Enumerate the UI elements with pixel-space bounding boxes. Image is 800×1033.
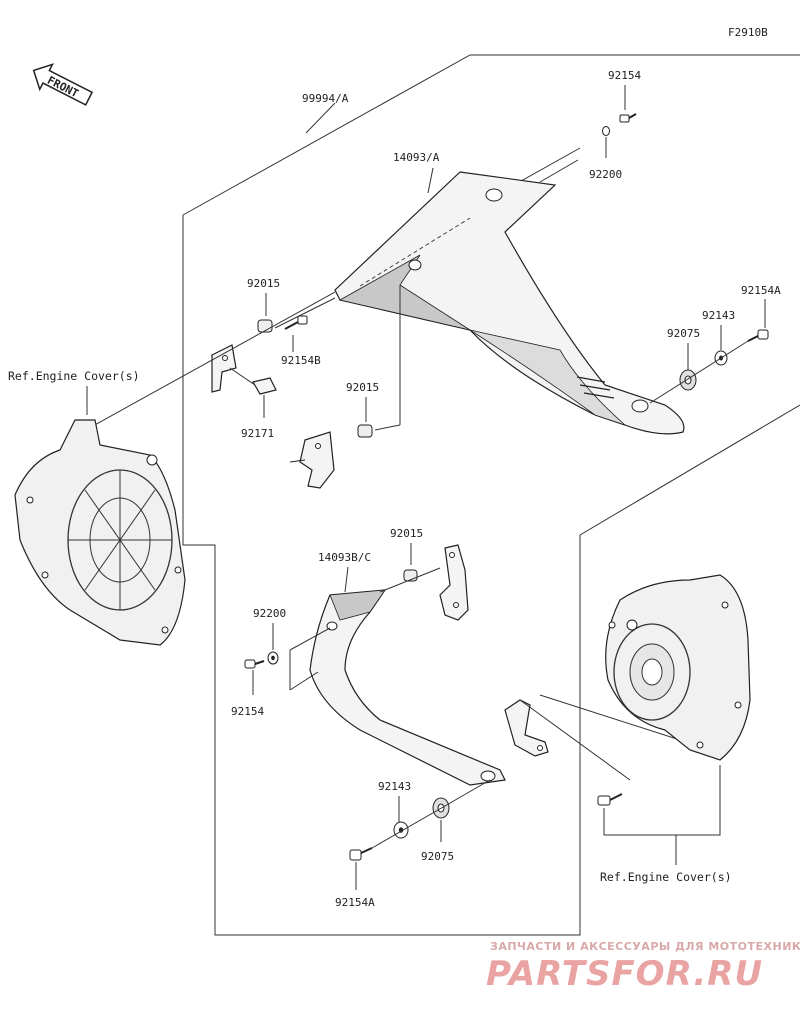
bolt-a-bottom-icon [349,847,373,861]
label-grommet-bottom: 92075 [421,850,454,863]
label-grommet-right: 92075 [667,327,700,340]
bolt-a-right-icon [747,329,769,342]
label-bolt-b: 92154B [281,354,321,367]
front-arrow-icon: FRONT [32,63,94,106]
label-kit: 99994/A [302,92,349,105]
bolt-top-icon [619,113,637,123]
label-bolt-a-right: 92154A [741,284,781,297]
grommet-right-icon [679,369,697,391]
label-collar-3: 92015 [390,527,423,540]
label-collar-1: 92015 [247,277,280,290]
watermark-tagline: ЗАПЧАСТИ И АКСЕССУАРЫ ДЛЯ МОТОТЕХНИКИ [490,940,800,953]
right-engine-cover [605,574,751,761]
left-engine-cover [14,419,186,646]
diagram-code: F2910B [728,26,768,39]
label-washer-right: 92143 [702,309,735,322]
label-washer-bottom: 92143 [378,780,411,793]
middle-bracket [289,431,335,489]
kit-frame [182,54,800,216]
label-clip: 92171 [241,427,274,440]
bolt-b-icon [284,315,308,330]
ref-engine-left: Ref.Engine Cover(s) [8,369,140,383]
lower-bracket [439,544,469,621]
lower-engine-cover-guard [309,589,506,786]
washer-top-icon [602,126,610,136]
label-washer-top: 92200 [589,168,622,181]
upper-bracket [211,344,237,393]
collar-2-icon [357,424,373,438]
upper-engine-cover-guard [334,171,685,435]
label-lower-cover: 14093B/C [318,551,371,564]
bolt-left-icon [244,659,265,669]
label-bolt-top: 92154 [608,69,641,82]
label-bolt-left: 92154 [231,705,264,718]
clip-icon [252,377,277,395]
bolt-right-cover-icon [597,793,623,806]
ref-engine-right: Ref.Engine Cover(s) [600,870,732,884]
label-upper-cover: 14093/A [393,151,440,164]
label-washer-left: 92200 [253,607,286,620]
label-collar-2: 92015 [346,381,379,394]
label-bolt-a-bottom: 92154A [335,896,375,909]
watermark-logo: PARTSFOR.RU [486,954,763,994]
lower-right-bracket [504,699,549,757]
washer-left-icon [267,651,279,665]
washer-bottom-icon [393,821,409,839]
